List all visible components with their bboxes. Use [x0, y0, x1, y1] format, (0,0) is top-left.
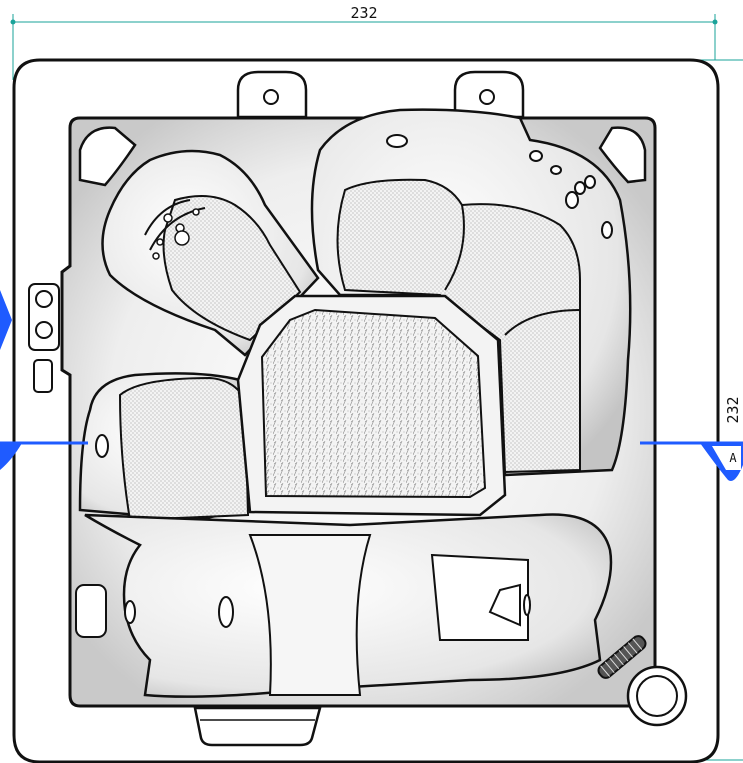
height-dimension-label: 232 [724, 396, 742, 423]
width-dimension-label: 232 [350, 4, 377, 22]
top-headrest-tabs [236, 70, 525, 119]
section-marker: A [0, 290, 743, 481]
bottom-seats [75, 513, 613, 698]
central-footwell [236, 294, 507, 517]
width-dimension: 232 [10, 4, 743, 761]
corner-seat-top-right [310, 108, 632, 477]
corner-cup-holders [78, 126, 647, 187]
section-marker-label: A [729, 451, 737, 465]
filter-and-drain [597, 635, 688, 727]
left-seat [78, 372, 250, 522]
lounger-seat [101, 149, 320, 357]
bottom-step [193, 706, 322, 747]
side-control-panel [28, 283, 60, 393]
